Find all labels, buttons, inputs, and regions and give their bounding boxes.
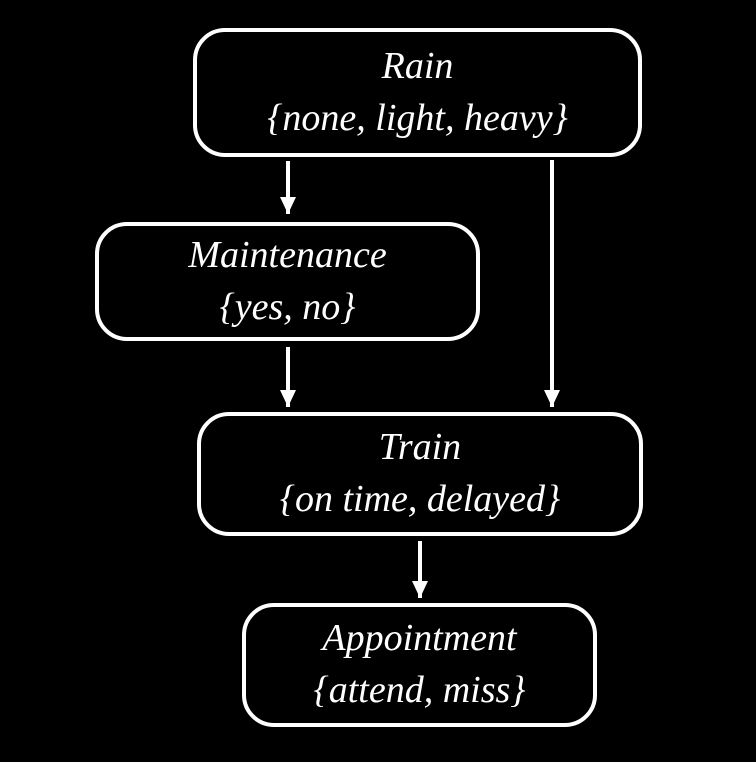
node-maintenance-label: Maintenance: [188, 233, 387, 276]
node-maintenance-values: {yes, no}: [219, 285, 356, 328]
node-appointment-label: Appointment: [322, 617, 517, 660]
node-train-label: Train: [378, 426, 462, 469]
node-rain-label: Rain: [381, 44, 454, 87]
node-train-values: {on time, delayed}: [279, 478, 561, 520]
node-train: Train {on time, delayed}: [197, 412, 643, 536]
node-rain: Rain {none, light, heavy}: [193, 28, 642, 157]
node-appointment-values: {attend, miss}: [313, 669, 526, 711]
node-appointment: Appointment {attend, miss}: [242, 603, 597, 727]
node-maintenance: Maintenance {yes, no}: [95, 222, 480, 341]
node-rain-values: {none, light, heavy}: [267, 96, 568, 139]
